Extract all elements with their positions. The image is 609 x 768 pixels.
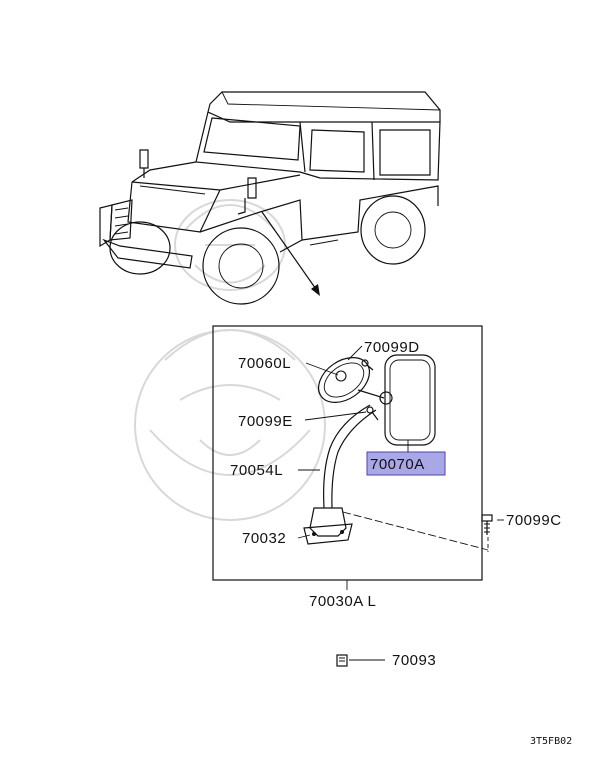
highlight-box-70070a [366, 451, 446, 476]
clip-70093 [336, 654, 348, 667]
label-70070a: 70070A [370, 456, 425, 473]
label-70060l: 70060L [238, 355, 291, 372]
assembly-detail-box [212, 325, 483, 581]
label-70099d: 70099D [364, 339, 420, 356]
label-70099c: 70099C [506, 512, 562, 529]
label-70054l: 70054L [230, 462, 283, 479]
label-70099e: 70099E [238, 413, 293, 430]
mounting-dash-line [342, 511, 489, 551]
screw-70099c [481, 514, 493, 535]
vehicle-illustration [99, 91, 441, 305]
mirror-head [303, 354, 436, 545]
watermark-emblem [134, 199, 326, 521]
label-70032: 70032 [242, 530, 286, 547]
figure-code: 3T5FB02 [530, 736, 572, 747]
label-70030al: 70030A L [309, 593, 376, 610]
leader-lines [297, 345, 504, 661]
label-70093: 70093 [392, 652, 436, 669]
